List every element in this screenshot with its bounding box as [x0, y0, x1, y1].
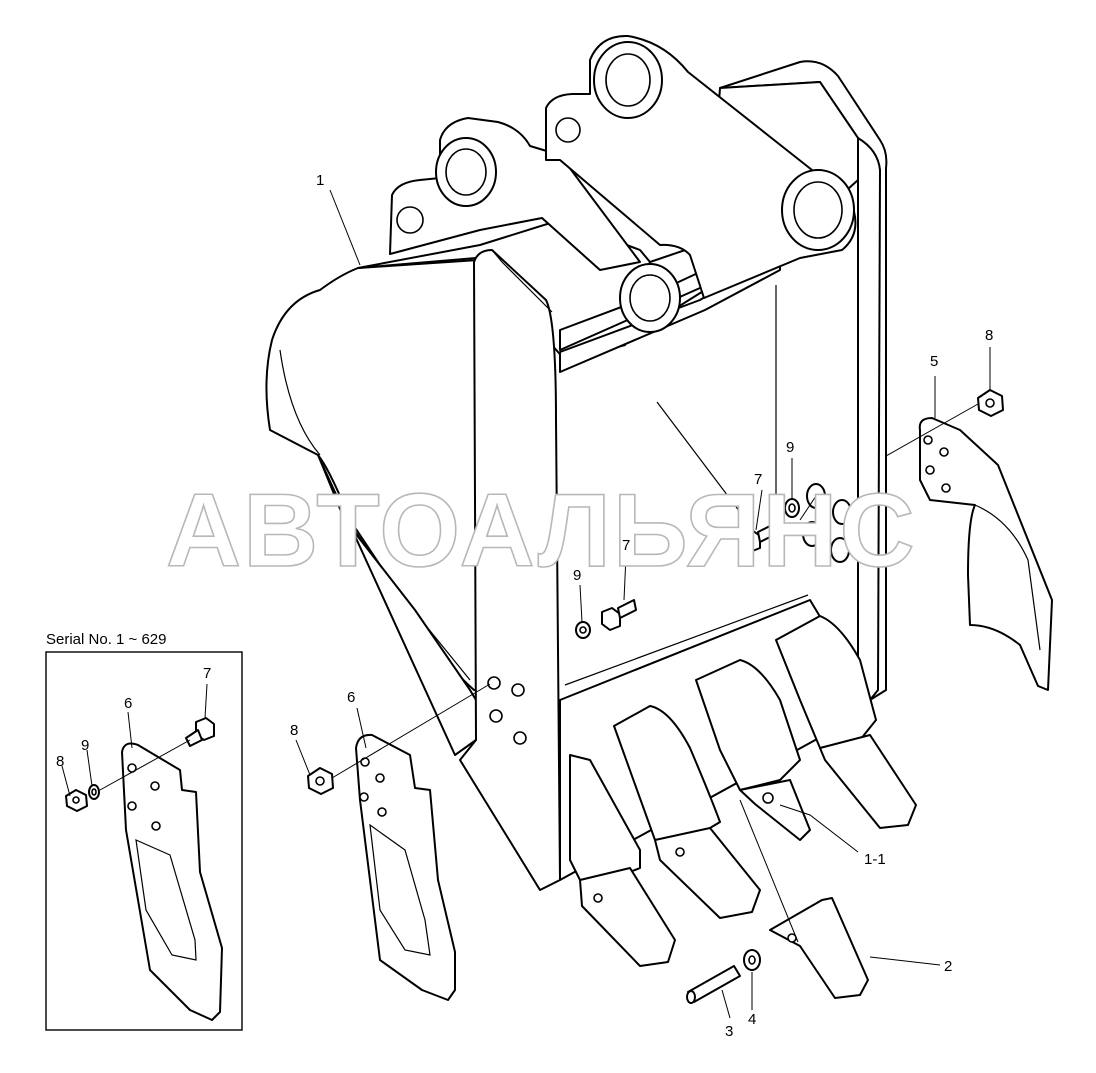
callout-side-cutter-left: 6: [347, 689, 355, 706]
callout-inset-nut: 8: [56, 753, 64, 770]
callout-side-cutter-right: 5: [930, 353, 938, 370]
bucket-body: [265, 60, 888, 891]
callout-inset-bolt: 7: [203, 665, 211, 682]
callout-pin: 3: [725, 1023, 733, 1040]
tooth-1: [569, 754, 676, 967]
side-cutter-right: [918, 417, 1053, 691]
inset-washer: [88, 784, 100, 800]
bolt-left: [601, 599, 637, 631]
inset-side-cutter: [121, 742, 223, 1021]
side-cutter-left: [355, 733, 456, 1001]
tooth-4: [775, 615, 917, 829]
washer-left: [575, 621, 591, 639]
tooth-point-exploded: [769, 897, 869, 999]
callout-inset-washer: 9: [81, 737, 89, 754]
callout-nut-right: 8: [985, 327, 993, 344]
watermark-text: АВТОАЛЬЯНС: [166, 473, 917, 589]
callout-washer-right: 9: [786, 439, 794, 456]
callout-bucket: 1: [316, 172, 324, 189]
pin-exploded: [686, 965, 741, 1004]
callout-inset-side-cutter: 6: [124, 695, 132, 712]
inset-title: Serial No. 1 ~ 629: [46, 631, 167, 648]
callout-lock-washer: 4: [748, 1011, 756, 1028]
callout-nut-left: 8: [290, 722, 298, 739]
tooth-3: [695, 659, 811, 841]
nut-left: [307, 767, 334, 795]
tooth-2: [613, 705, 761, 919]
callout-bolt-left: 7: [622, 537, 630, 554]
inset-nut: [65, 789, 88, 812]
nut-right: [977, 389, 1004, 417]
callout-washer-left: 9: [573, 567, 581, 584]
bolt-right: [741, 523, 777, 553]
inset-bolt: [185, 717, 215, 747]
callout-bolt-right: 7: [754, 471, 762, 488]
leader-lines: [295, 189, 991, 1019]
callout-tooth-point: 2: [944, 958, 952, 975]
lock-washer-exploded: [743, 949, 761, 971]
inset-panel: [45, 651, 243, 1031]
adapters-and-teeth: [569, 615, 917, 967]
callout-adapter: 1-1: [864, 851, 886, 868]
mounting-brackets: [389, 34, 857, 333]
